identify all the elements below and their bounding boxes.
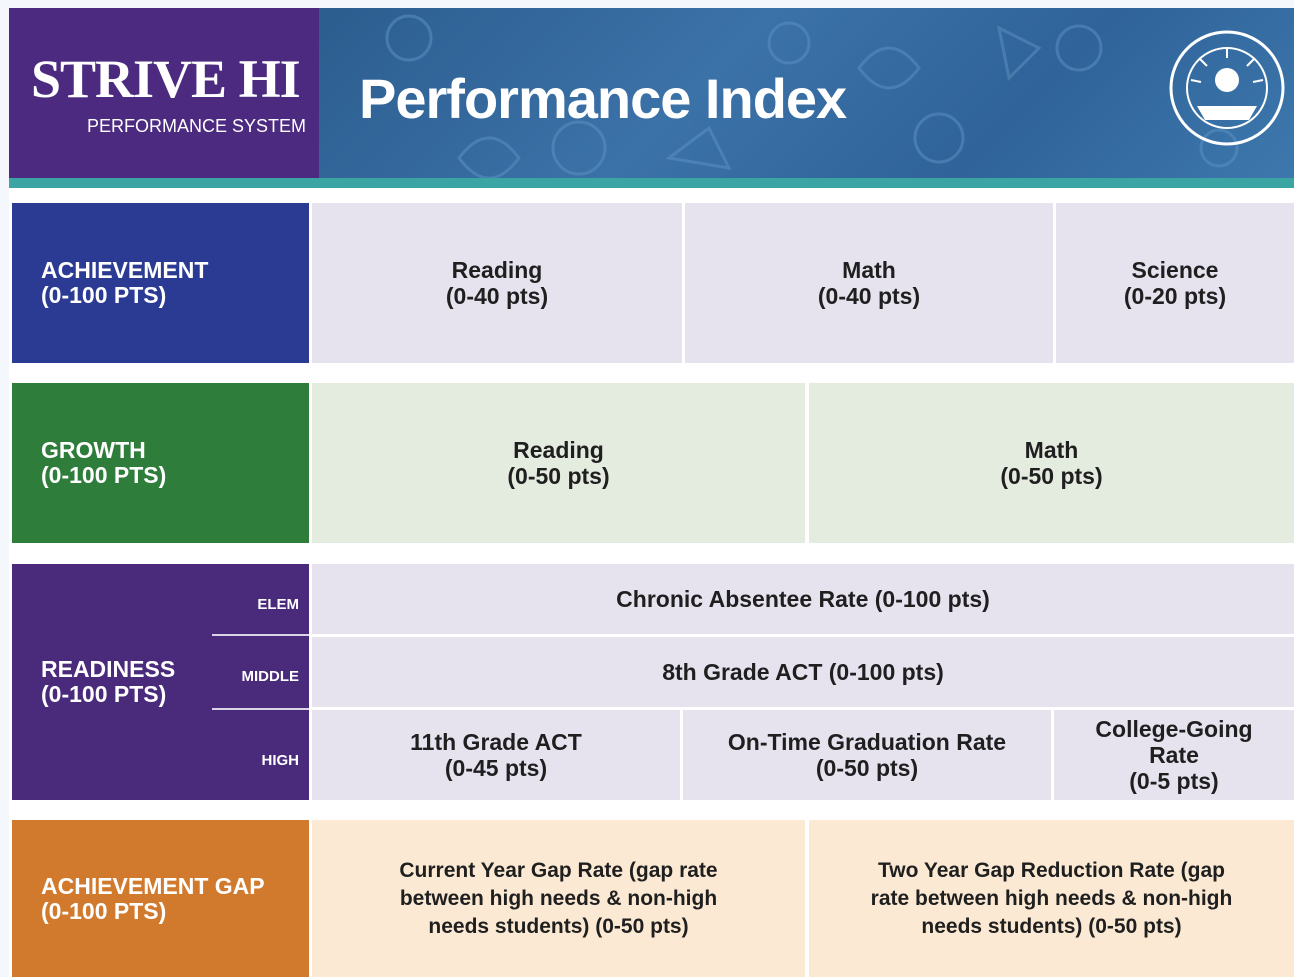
achievement-gap-row: ACHIEVEMENT GAP (0-100 PTS) Current Year… bbox=[12, 820, 1294, 977]
readiness-graduation-cell: On-Time Graduation Rate (0-50 pts) bbox=[683, 710, 1051, 800]
cell-line: Science bbox=[1131, 257, 1219, 283]
floral-pattern-icon bbox=[385, 14, 1239, 178]
cell-line: 11th Grade ACT bbox=[410, 729, 582, 755]
cell-line: (0-50 pts) bbox=[507, 463, 610, 489]
growth-row: GROWTH (0-100 PTS) Reading (0-50 pts) Ma… bbox=[12, 383, 1294, 543]
cell-line: Rate bbox=[1149, 742, 1199, 768]
cell-line: (0-50 pts) bbox=[815, 755, 919, 781]
cell-line: Current Year Gap Rate (gap rate bbox=[399, 858, 718, 882]
cell-line: (0-40 pts) bbox=[445, 283, 549, 309]
page-title: Performance Index bbox=[359, 67, 847, 130]
cell-line: Math bbox=[842, 257, 896, 283]
teal-divider bbox=[9, 178, 1294, 188]
level-middle: MIDDLE bbox=[241, 668, 300, 685]
cell-line: (0-40 pts) bbox=[817, 283, 921, 309]
cell-line: between high needs & non-high bbox=[399, 886, 718, 910]
readiness-label-title: READINESS bbox=[41, 656, 176, 682]
level-divider bbox=[212, 708, 309, 710]
header: STRIVE HI PERFORMANCE SYSTEM Performance… bbox=[9, 8, 1294, 188]
achievement-label-points: (0-100 PTS) bbox=[41, 282, 167, 308]
gap-label-title: ACHIEVEMENT GAP bbox=[41, 872, 265, 899]
achievement-gap-label: ACHIEVEMENT GAP (0-100 PTS) bbox=[12, 820, 309, 977]
achievement-label: ACHIEVEMENT (0-100 PTS) bbox=[12, 203, 309, 363]
achievement-row: ACHIEVEMENT (0-100 PTS) Reading (0-40 pt… bbox=[12, 203, 1294, 363]
gap-current-year-cell: Current Year Gap Rate (gap rate between … bbox=[312, 820, 805, 977]
readiness-label-points: (0-100 PTS) bbox=[41, 681, 167, 707]
logo-sub-text: PERFORMANCE SYSTEM bbox=[87, 116, 307, 136]
cell-line: (0-45 pts) bbox=[444, 755, 548, 781]
cell-line: College-Going bbox=[1095, 716, 1253, 742]
cell-line: Reading bbox=[451, 257, 543, 283]
state-seal-icon bbox=[1169, 30, 1285, 146]
growth-label-title: GROWTH bbox=[41, 437, 146, 463]
level-high: HIGH bbox=[261, 752, 300, 769]
level-elem: ELEM bbox=[257, 596, 299, 613]
readiness-act-cell: 11th Grade ACT (0-45 pts) bbox=[312, 710, 680, 800]
growth-label-points: (0-100 PTS) bbox=[41, 462, 167, 488]
gap-label-points: (0-100 PTS) bbox=[41, 897, 167, 924]
cell-line: Math bbox=[1024, 437, 1079, 463]
growth-reading-cell: Reading (0-50 pts) bbox=[312, 383, 805, 543]
cell-line: (0-50 pts) bbox=[1000, 463, 1103, 489]
cell-line: 8th Grade ACT (0-100 pts) bbox=[662, 659, 944, 685]
cell-line: (0-5 pts) bbox=[1129, 768, 1219, 794]
cell-line: needs students) (0-50 pts) bbox=[921, 914, 1182, 938]
achievement-label-title: ACHIEVEMENT bbox=[41, 257, 209, 283]
cell-line: (0-20 pts) bbox=[1123, 283, 1227, 309]
cell-line: rate between high needs & non-high bbox=[870, 886, 1233, 910]
cell-line: Chronic Absentee Rate (0-100 pts) bbox=[616, 586, 990, 612]
achievement-reading-cell: Reading (0-40 pts) bbox=[312, 203, 682, 363]
achievement-math-cell: Math (0-40 pts) bbox=[685, 203, 1053, 363]
performance-index-card: STRIVE HI PERFORMANCE SYSTEM Performance… bbox=[9, 8, 1294, 977]
growth-label: GROWTH (0-100 PTS) bbox=[12, 383, 309, 543]
strive-hi-logo: STRIVE HI PERFORMANCE SYSTEM bbox=[9, 8, 319, 178]
level-divider bbox=[212, 634, 309, 636]
readiness-college-cell: College-Going Rate (0-5 pts) bbox=[1054, 710, 1294, 800]
readiness-label: READINESS (0-100 PTS) ELEM MIDDLE HIGH bbox=[12, 564, 309, 800]
readiness-elem-cell: Chronic Absentee Rate (0-100 pts) bbox=[312, 564, 1294, 634]
title-banner: Performance Index bbox=[319, 8, 1294, 178]
cell-line: Two Year Gap Reduction Rate (gap bbox=[878, 858, 1225, 882]
cell-line: On-Time Graduation Rate bbox=[727, 729, 1007, 755]
readiness-middle-cell: 8th Grade ACT (0-100 pts) bbox=[312, 637, 1294, 707]
gap-two-year-cell: Two Year Gap Reduction Rate (gap rate be… bbox=[809, 820, 1294, 977]
cell-line: needs students) (0-50 pts) bbox=[428, 914, 689, 938]
growth-math-cell: Math (0-50 pts) bbox=[809, 383, 1294, 543]
readiness-row: READINESS (0-100 PTS) ELEM MIDDLE HIGH C… bbox=[12, 564, 1294, 800]
cell-line: Reading bbox=[513, 437, 604, 463]
achievement-science-cell: Science (0-20 pts) bbox=[1056, 203, 1294, 363]
logo-main-text: STRIVE HI bbox=[31, 49, 301, 109]
